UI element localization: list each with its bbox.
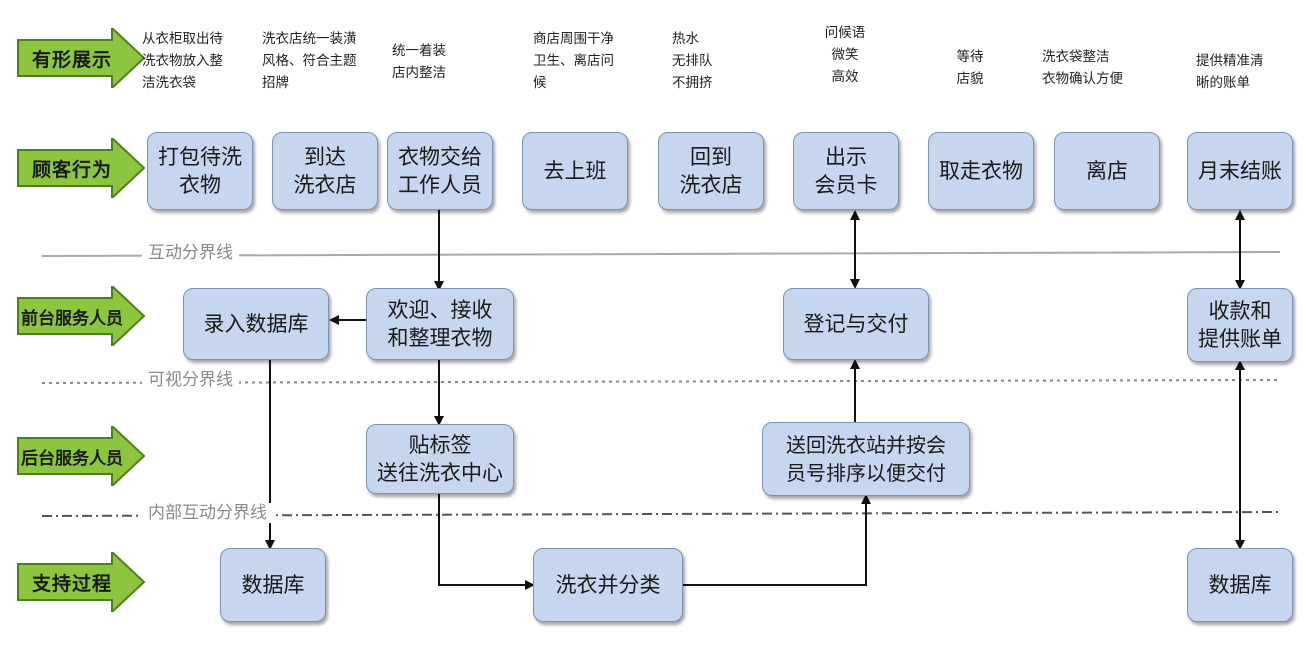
interaction-line xyxy=(41,251,1281,257)
visibility-line xyxy=(41,379,1281,384)
customer-action-month-end-settle: 月末结账 xyxy=(1187,132,1293,210)
green-arrow-icon xyxy=(17,426,146,486)
evidence-text: 热水 无排队 不拥挤 xyxy=(672,31,713,91)
customer-action-show-card: 出示 会员卡 xyxy=(793,132,899,210)
support-database: 数据库 xyxy=(1187,548,1293,622)
lane-support: 支持过程 xyxy=(16,552,146,612)
lane-label: 前台服务人员 xyxy=(21,308,123,329)
evidence-text: 提供精准清 晰的账单 xyxy=(1196,53,1264,91)
arrow-label-to-washing xyxy=(438,494,535,590)
frontstage-register-deliver: 登记与交付 xyxy=(783,288,929,360)
green-arrow-icon xyxy=(17,138,146,198)
backstage-return-and-sort: 送回洗衣站并按会 员号排序以便交付 xyxy=(762,422,970,496)
customer-action-pack-clothes: 打包待洗 衣物 xyxy=(147,132,253,210)
lane-label: 支持过程 xyxy=(31,572,112,595)
lane-label: 有形展示 xyxy=(31,48,112,71)
customer-action-leave: 离店 xyxy=(1054,132,1160,210)
lane-backstage: 后台服务人员 xyxy=(16,426,146,486)
internal-interaction-line-label: 内部互动分界线 xyxy=(142,503,273,523)
lane-frontstage: 前台服务人员 xyxy=(16,286,146,346)
customer-action-arrive: 到达 洗衣店 xyxy=(272,132,378,210)
visibility-line-label: 可视分界线 xyxy=(142,370,239,390)
support-database: 数据库 xyxy=(220,548,326,622)
support-wash-and-sort: 洗衣并分类 xyxy=(533,548,683,622)
interaction-line-label: 互动分界线 xyxy=(142,243,239,263)
customer-action-go-to-work: 去上班 xyxy=(522,132,628,210)
evidence-text: 从衣柜取出待 洗衣物放入整 洁洗衣袋 xyxy=(142,31,223,91)
lane-physical-evidence: 有形展示 xyxy=(16,28,146,88)
frontstage-collect-payment: 收款和 提供账单 xyxy=(1187,288,1293,362)
evidence-text: 统一着装 店内整洁 xyxy=(392,43,446,81)
lane-label: 后台服务人员 xyxy=(21,448,123,469)
customer-action-return: 回到 洗衣店 xyxy=(658,132,764,210)
backstage-label-and-send: 贴标签 送往洗衣中心 xyxy=(366,424,514,494)
frontstage-database-entry: 录入数据库 xyxy=(183,288,329,360)
green-arrow-icon xyxy=(17,286,146,346)
evidence-text: 问候语 微笑 高效 xyxy=(824,25,866,85)
customer-action-hand-over: 衣物交给 工作人员 xyxy=(387,132,493,210)
lane-label: 顾客行为 xyxy=(31,158,112,181)
arrow-washing-to-return xyxy=(683,494,871,586)
green-arrow-icon xyxy=(17,28,146,88)
lane-customer-actions: 顾客行为 xyxy=(16,138,146,198)
frontstage-welcome-receive: 欢迎、接收 和整理衣物 xyxy=(366,288,514,360)
evidence-text: 等待 店貌 xyxy=(956,49,984,87)
evidence-text: 洗衣袋整洁 衣物确认方便 xyxy=(1042,49,1123,87)
green-arrow-icon xyxy=(17,552,146,612)
evidence-text: 商店周围干净 卫生、离店问 候 xyxy=(533,31,614,91)
evidence-text: 洗衣店统一装潢 风格、符合主题 招牌 xyxy=(262,31,357,91)
customer-action-pick-up: 取走衣物 xyxy=(928,132,1034,210)
